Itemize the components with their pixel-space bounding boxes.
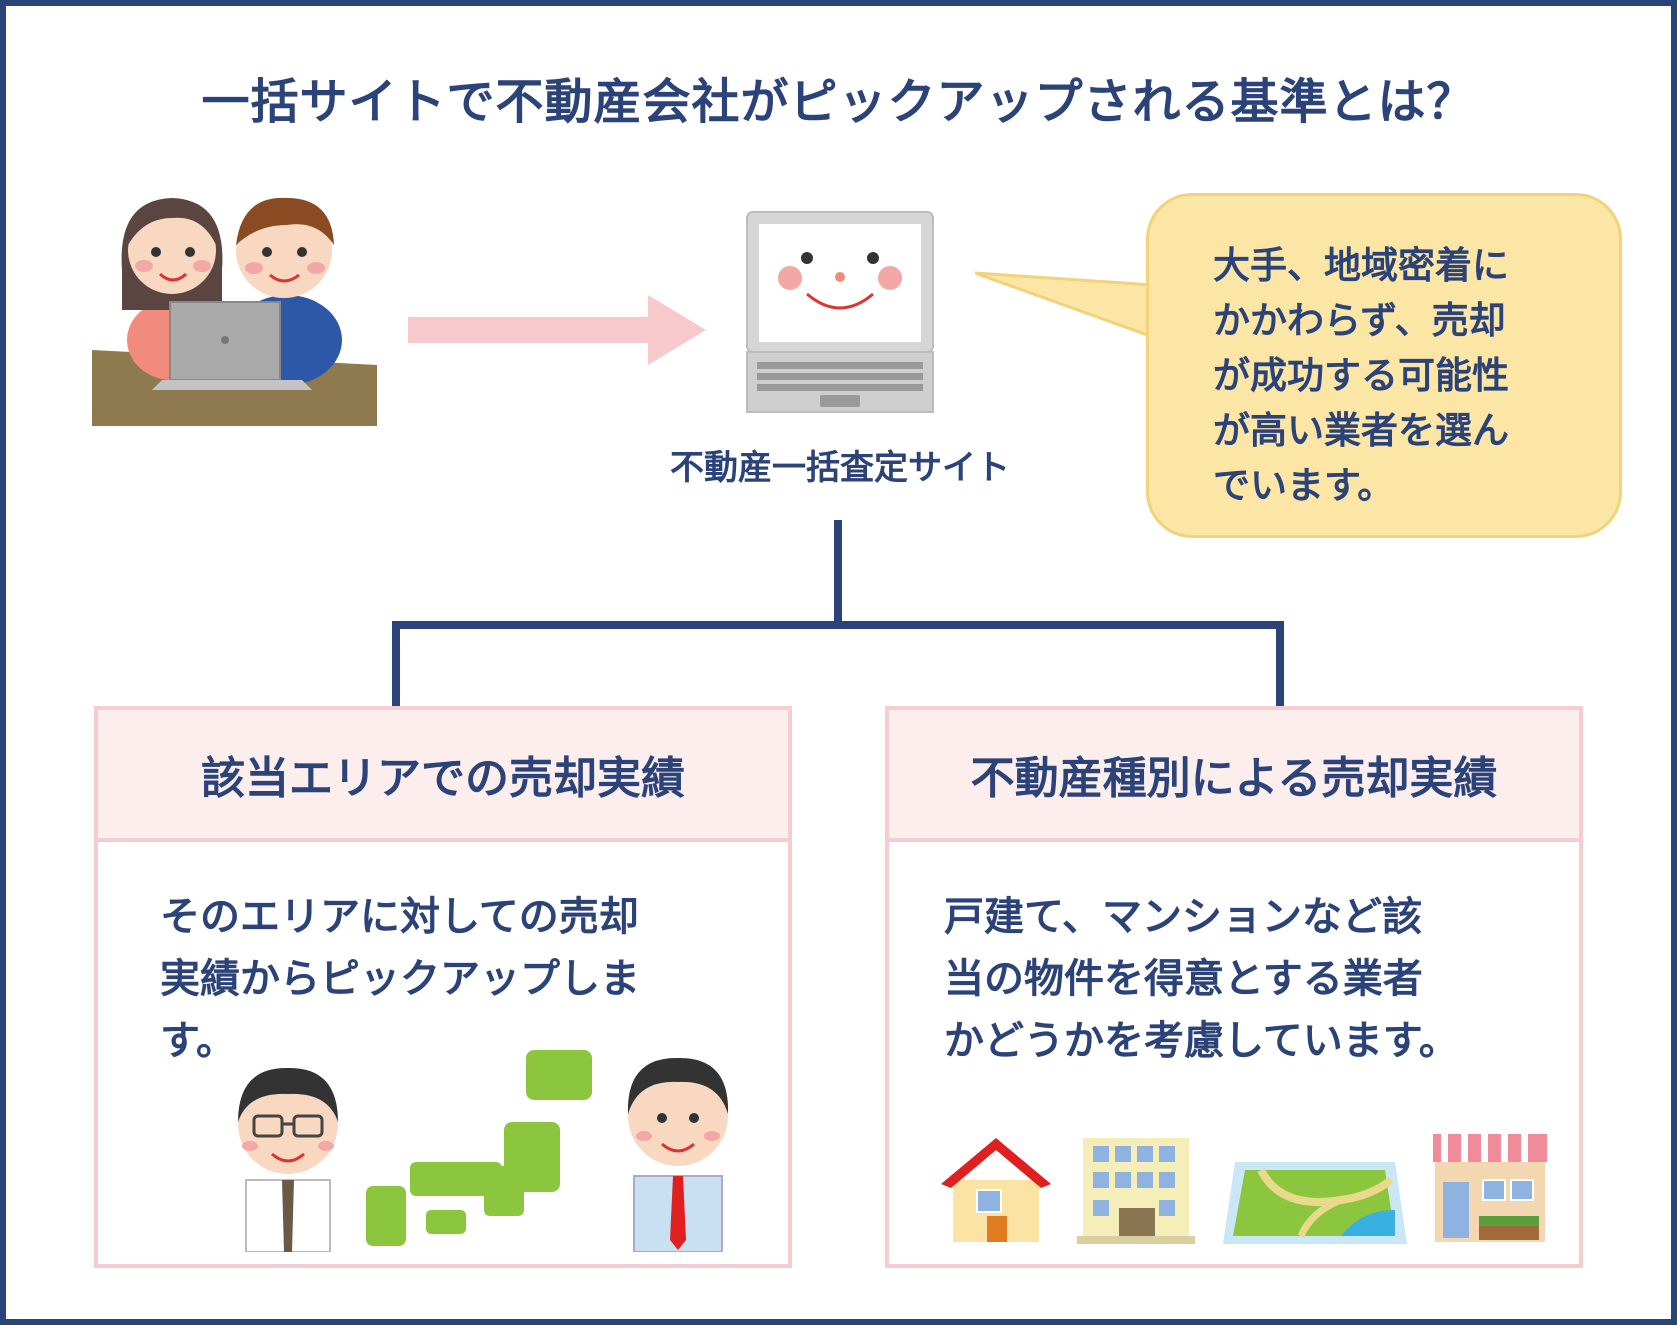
card-heading: 不動産種別による売却実績 [889, 710, 1579, 842]
speech-bubble: 大手、地域密着に かかわらず、売却 が成功する可能性 が高い業者を選ん でいます… [1146, 193, 1622, 538]
card-area-record: 該当エリアでの売却実績 そのエリアに対しての売却 実績からピックアップしま す。 [94, 706, 792, 1268]
page-title: 一括サイトで不動産会社がピックアップされる基準とは？ [201, 74, 1476, 130]
site-label: 不動産一括査定サイト [670, 448, 1010, 488]
land-plot-icon [1223, 1162, 1407, 1244]
apartment-building-icon [1077, 1138, 1195, 1244]
shop-icon [1433, 1134, 1547, 1242]
card-property-type-record: 不動産種別による売却実績 戸建て、マンションなど該 当の物件を得意とする業者 か… [885, 706, 1583, 1268]
laptop-smiley-icon [746, 211, 934, 413]
speech-bubble-text: 大手、地域密着に かかわらず、売却 が成功する可能性 が高い業者を選ん でいます… [1213, 244, 1509, 507]
man-glasses-icon [238, 1067, 338, 1252]
arrow-right-icon [408, 295, 706, 365]
card-heading: 該当エリアでの売却実績 [98, 710, 788, 842]
house-icon [941, 1138, 1051, 1242]
card-body: そのエリアに対しての売却 実績からピックアップしま す。 [160, 894, 640, 1064]
card-body: 戸建て、マンションなど該 当の物件を得意とする業者 かどうかを考慮しています。 [944, 894, 1459, 1064]
man-red-tie-icon [627, 1057, 729, 1252]
couple-at-laptop-illustration [92, 197, 377, 426]
japan-map-icon [366, 1050, 592, 1246]
speech-bubble-tail [975, 271, 1155, 340]
